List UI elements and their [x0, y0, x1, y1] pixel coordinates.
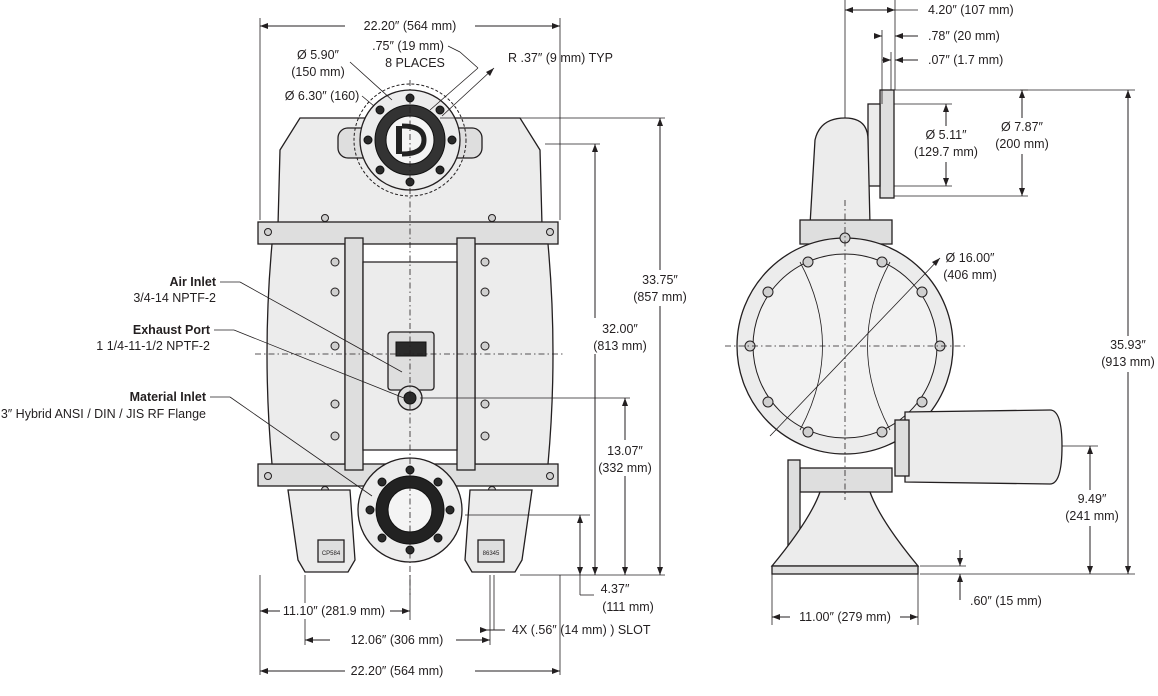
dim-dia-511-line1: Ø 5.11″ [925, 128, 967, 142]
callout-air-inlet-spec: 3/4-14 NPTF-2 [133, 291, 216, 305]
dim-dia-630: Ø 6.30″ (160) [285, 89, 360, 103]
dim-height-437-line2: (111 mm) [602, 600, 654, 614]
dim-dia-1600-line2: (406 mm) [943, 268, 996, 282]
dim-height-949-line1: 9.49″ [1078, 492, 1107, 506]
callout-material-spec: 3″ Hybrid ANSI / DIN / JIS RF Flange [1, 407, 206, 421]
side-view [725, 89, 1063, 575]
foot-marking-right: 86345 [483, 551, 500, 557]
manufacturer-logo [396, 123, 427, 157]
dim-height-1307-line2: (332 mm) [598, 461, 651, 475]
dim-hole-count: 8 PLACES [385, 56, 445, 70]
callout-material-title: Material Inlet [130, 390, 207, 404]
front-view-dimensions: 22.20″ (564 mm) Ø 5.90″ (150 mm) .75″ (1… [259, 17, 690, 678]
callouts: Air Inlet 3/4-14 NPTF-2 Exhaust Port 1 1… [1, 275, 405, 497]
dim-height-3593-line2: (913 mm) [1101, 355, 1154, 369]
front-view: CP584 86345 [255, 80, 565, 595]
side-chamber-bolts [744, 232, 946, 438]
callout-exhaust-title: Exhaust Port [133, 323, 211, 337]
dim-dia-1600-line1: Ø 16.00″ [946, 251, 995, 265]
dim-dia-590-line2: (150 mm) [291, 65, 344, 79]
dim-dia-511-line2: (129.7 mm) [914, 145, 978, 159]
dim-height-949-line2: (241 mm) [1065, 509, 1118, 523]
dim-overall-width-top: 22.20″ (564 mm) [364, 19, 457, 33]
dim-dia-787-line2: (200 mm) [995, 137, 1048, 151]
dim-dia-590-line1: Ø 5.90″ [297, 48, 340, 62]
dim-side-007: .07″ (1.7 mm) [928, 53, 1003, 67]
dim-width-1206: 12.06″ (306 mm) [351, 633, 444, 647]
dim-dia-787-line1: Ø 7.87″ [1001, 120, 1044, 134]
dim-width-1110: 11.10″ (281.9 mm) [283, 604, 385, 618]
side-view-dimensions: 4.20″ (107 mm) .78″ (20 mm) .07″ (1.7 mm… [769, 0, 1158, 625]
dim-height-3375-line1: 33.75″ [642, 273, 678, 287]
callout-exhaust-spec: 1 1/4-11-1/2 NPTF-2 [96, 339, 210, 353]
dim-height-1307-line1: 13.07″ [607, 444, 643, 458]
dim-side-060: .60″ (15 mm) [970, 594, 1042, 608]
dim-side-078: .78″ (20 mm) [928, 29, 1000, 43]
dim-side-420: 4.20″ (107 mm) [928, 3, 1014, 17]
dim-height-3200-line2: (813 mm) [593, 339, 646, 353]
dim-height-3200-line1: 32.00″ [602, 322, 638, 336]
foot-marking-left: CP584 [322, 551, 341, 557]
dim-radius-typ: R .37″ (9 mm) TYP [508, 51, 613, 65]
flange-bolt-holes-top [363, 93, 457, 187]
dim-width-1100: 11.00″ (279 mm) [799, 610, 891, 624]
dim-height-437-line1: 4.37″ [601, 582, 630, 596]
flange-bolt-holes-bottom [365, 465, 455, 555]
dim-hole-075: .75″ (19 mm) [372, 39, 444, 53]
dim-height-3375-line2: (857 mm) [633, 290, 686, 304]
dim-overall-width-bottom: 22.20″ (564 mm) [351, 664, 444, 678]
callout-air-inlet-title: Air Inlet [169, 275, 216, 289]
dim-height-3593-line1: 35.93″ [1110, 338, 1146, 352]
dim-slot: 4X (.56″ (14 mm) ) SLOT [512, 623, 651, 637]
